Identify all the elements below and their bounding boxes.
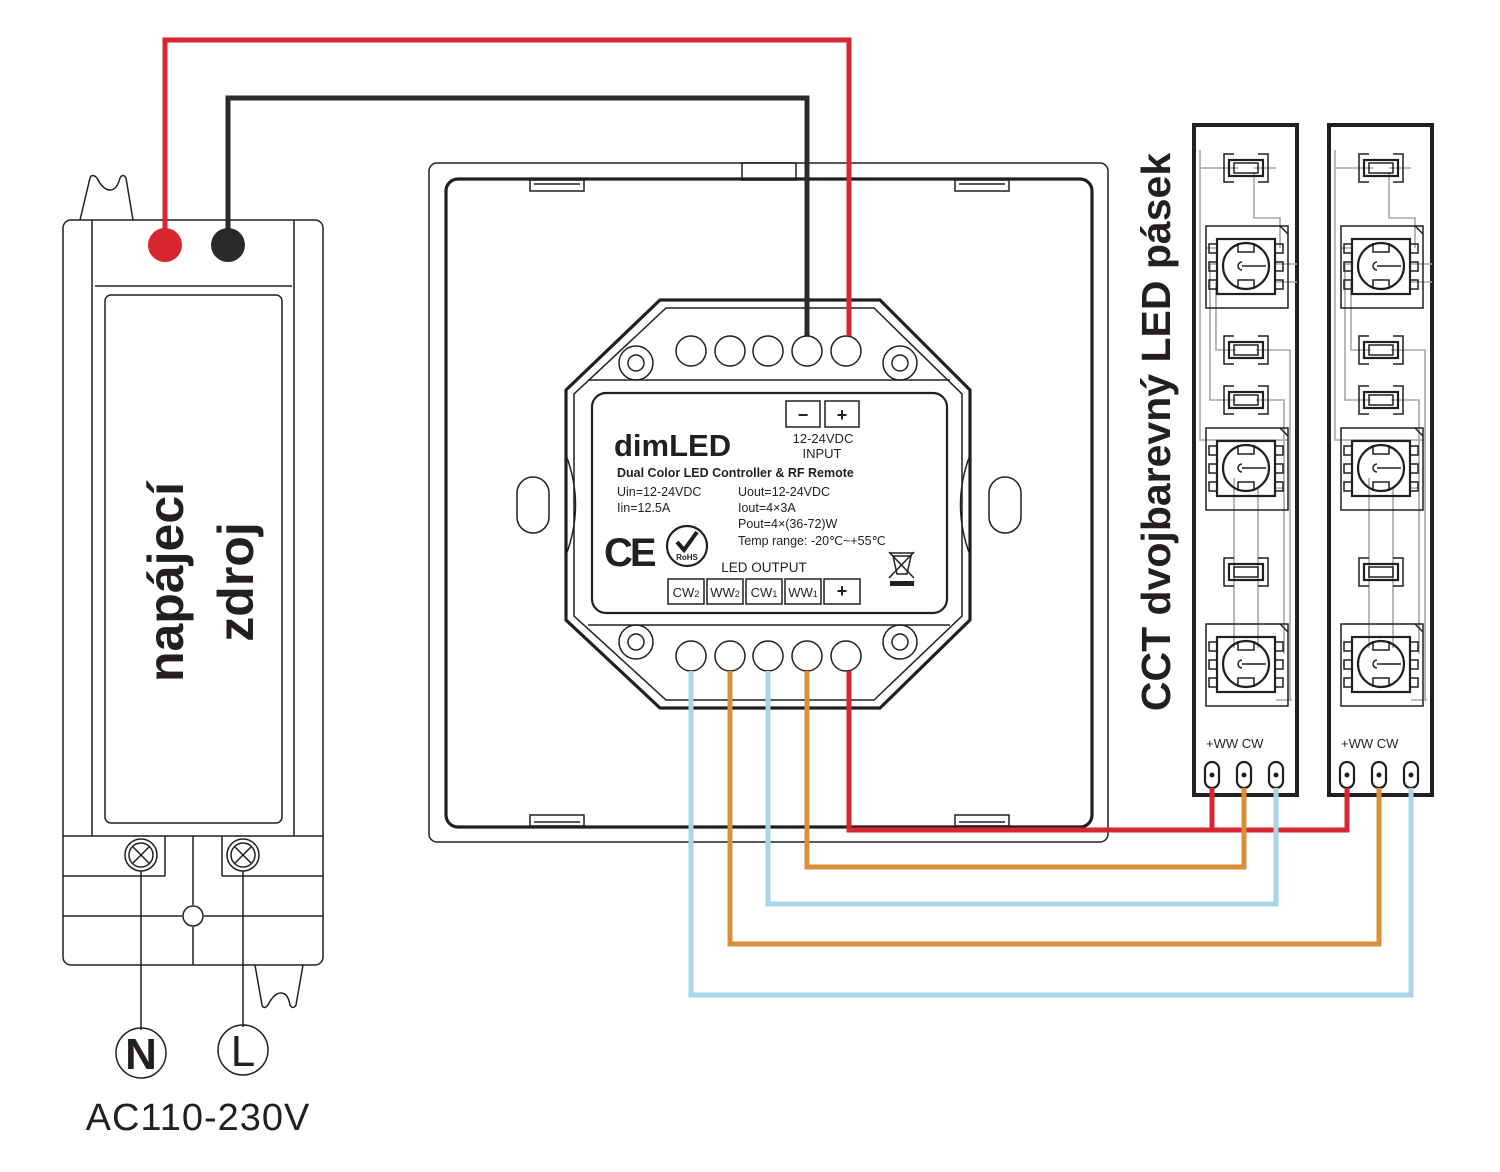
led-output-label: LED OUTPUT [721,560,807,575]
rohs-icon: RoHS [665,524,709,568]
spec-uout: Uout=12-24VDC [738,485,830,499]
resistor [1358,153,1404,183]
input-voltage: 12-24VDC [793,431,854,446]
output-hole [791,640,823,672]
wire-cw1 [765,671,1279,907]
wires [148,37,1414,998]
wire-positive-output-2 [1212,788,1350,833]
spec-iout: Iout=4×3A [738,501,796,515]
power-supply-label-area [104,294,283,824]
resistor [1223,385,1269,415]
resistor [1223,335,1269,365]
power-supply: napájecí zdroj [62,174,324,1009]
output-holes [675,640,862,672]
led-strip: +WW CW [1327,123,1434,797]
led-strip: +WW CW [1192,123,1299,797]
power-supply-label-line2: zdroj [208,522,264,641]
power-supply-label-line1: napájecí [138,480,194,682]
spec-temp: Temp range: -20℃~+55℃ [738,534,886,548]
neutral-label: N [125,1030,157,1079]
svg-text:CW2: CW2 [673,585,700,600]
psu-negative-terminal [211,228,245,262]
output-terminal: WW2 [706,578,744,605]
live-circle [217,1024,269,1076]
resistor [1358,385,1404,415]
led-chip [1205,225,1289,309]
spec-iin: Iin=12.5A [617,501,671,515]
resistor [1358,557,1404,587]
led-chip [1340,427,1424,511]
panel-clips [529,179,1010,827]
ac-voltage-label: AC110-230V [86,1097,311,1139]
input-hole [752,335,784,367]
ear-screws [618,345,918,660]
wire-positive-input [162,37,852,336]
led-strip-title: CCT dvojbarevný LED pásek [1133,153,1179,711]
mounting-slot-right [988,476,1022,534]
wire-negative-input [225,95,810,336]
led-chip [1340,225,1424,309]
screw-terminal-live [226,838,260,872]
output-hole [714,640,746,672]
psu-positive-terminal [148,228,182,262]
output-terminal-labels: CW2 WW2 CW1 WW1 + [667,578,861,605]
input-hole [675,335,707,367]
product-description: Dual Color LED Controller & RF Remote [617,466,854,480]
ac-input: N L AC110-230V [86,871,311,1139]
output-terminal: CW1 [745,578,783,605]
ce-mark: CE [604,531,656,575]
wire-cw2 [688,671,1414,998]
output-terminal: WW1 [784,578,822,605]
strip-pad-labels: +WW CW [1341,736,1399,751]
svg-text:RoHS: RoHS [676,553,698,562]
screw-terminal-neutral [124,838,158,872]
input-holes [675,335,862,367]
wire-ww1 [804,671,1247,870]
svg-text:WW1: WW1 [788,585,818,600]
spec-pout: Pout=4×(36-72)W [738,517,838,531]
output-hole [752,640,784,672]
svg-text:WW2: WW2 [710,585,740,600]
input-terminal-negative: − [798,405,809,425]
svg-text:CW1: CW1 [751,585,778,600]
input-hole [714,335,746,367]
mounting-tab-bottom [254,964,304,1009]
spec-uin: Uin=12-24VDC [617,485,701,499]
mounting-tab-top [79,174,134,221]
input-label: INPUT [803,446,842,461]
neutral-circle [115,1027,167,1079]
resistor [1358,335,1404,365]
svg-text:+: + [837,581,848,601]
output-terminal: + [823,578,861,605]
led-strips: +WW CW +WW CW [1192,123,1434,797]
input-hole [791,335,823,367]
output-hole [675,640,707,672]
resistor [1223,557,1269,587]
ground-screw [182,905,204,927]
resistor [1223,153,1269,183]
mounting-slot-left [516,476,550,534]
input-terminal-positive: + [837,405,848,425]
led-chip [1205,623,1289,707]
strip-pad-labels: +WW CW [1206,736,1264,751]
controller-label-plate [590,391,949,615]
controller-module: dimLED − + 12-24VDC INPUT Dual Color LED… [564,298,972,710]
weee-disposal-icon [888,551,915,586]
brand-name: dimLED [614,428,731,463]
output-terminal: CW2 [667,578,705,605]
input-hole [830,335,862,367]
led-chip [1205,427,1289,511]
output-hole [830,640,862,672]
wire-positive-output [846,671,1215,833]
led-chip [1340,623,1424,707]
wire-ww2 [727,671,1382,947]
live-label: L [231,1027,255,1076]
